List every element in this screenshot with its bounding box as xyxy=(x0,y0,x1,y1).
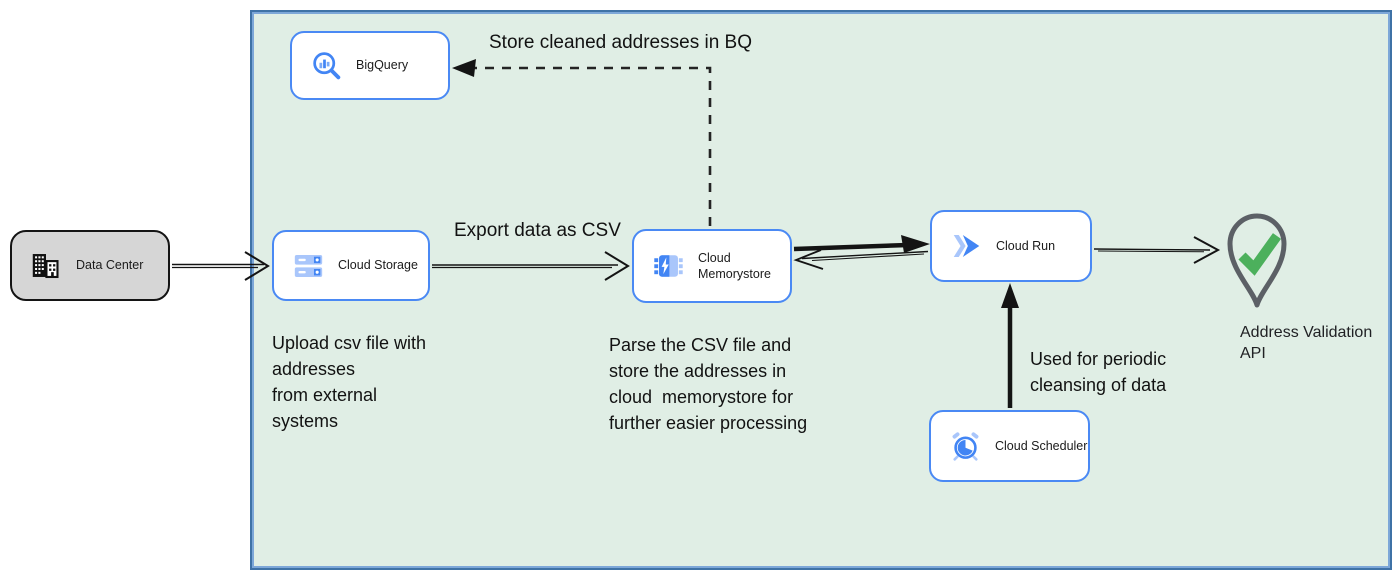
memorystore-chip-icon xyxy=(652,252,684,280)
node-label: Cloud Memorystore xyxy=(698,250,771,281)
node-cloud-scheduler[interactable]: Cloud Scheduler xyxy=(929,410,1090,482)
note-upload-csv: Upload csv file with addresses from exte… xyxy=(272,333,427,431)
node-cloud-storage[interactable]: Cloud Storage xyxy=(272,230,430,301)
gcp-boundary-container xyxy=(250,10,1392,570)
building-icon xyxy=(30,252,62,279)
cloud-run-chevrons-icon xyxy=(950,233,982,259)
node-cloud-memorystore[interactable]: Cloud Memorystore xyxy=(632,229,792,303)
scheduler-alarm-clock-icon xyxy=(949,431,981,461)
note-store-bq: Store cleaned addresses in BQ xyxy=(489,32,752,53)
node-cloud-run[interactable]: Cloud Run xyxy=(930,210,1092,282)
node-address-validation-api[interactable] xyxy=(1219,206,1295,315)
note-parse-csv: Parse the CSV file and store the address… xyxy=(609,335,808,433)
bigquery-magnifier-icon xyxy=(310,50,342,81)
node-data-center[interactable]: Data Center xyxy=(10,230,170,301)
note-export-csv: Export data as CSV xyxy=(454,220,621,241)
node-label: Cloud Scheduler xyxy=(995,438,1088,453)
storage-bars-icon xyxy=(292,252,324,280)
node-label: Cloud Storage xyxy=(338,258,418,273)
node-label: Cloud Run xyxy=(996,238,1056,253)
note-periodic-cleansing: Used for periodic cleansing of data xyxy=(1030,349,1167,395)
node-label: Data Center xyxy=(76,258,144,273)
address-validation-api-label: Address Validation API xyxy=(1240,324,1373,362)
node-label: BigQuery xyxy=(356,58,409,73)
node-bigquery[interactable]: BigQuery xyxy=(290,31,450,100)
map-pin-checkmark-icon xyxy=(1219,213,1295,314)
